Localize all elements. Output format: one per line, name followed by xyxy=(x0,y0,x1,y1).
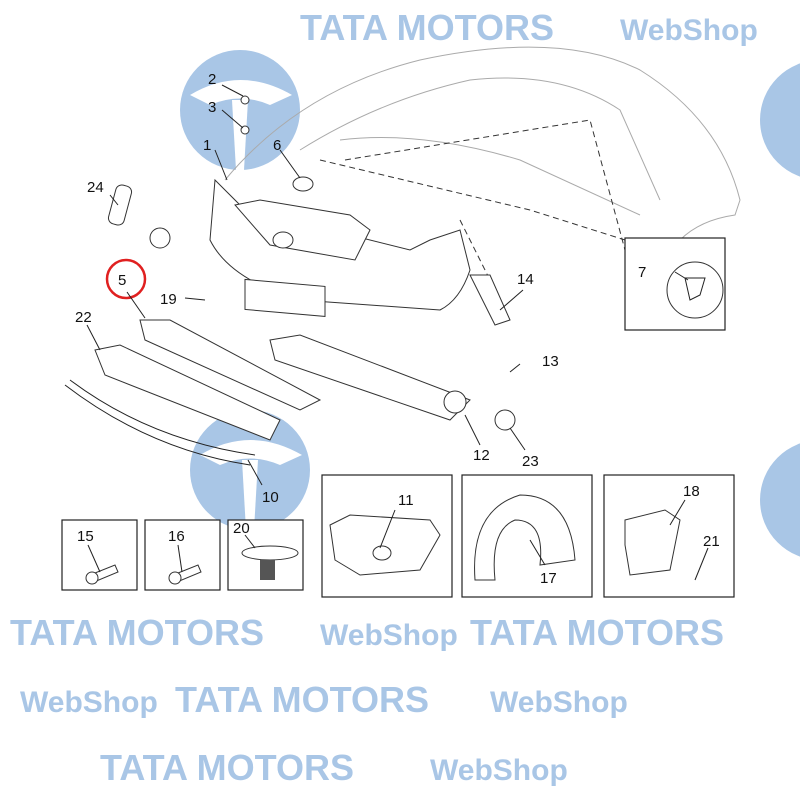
callout-19: 19 xyxy=(160,291,177,308)
callout-15: 15 xyxy=(77,528,94,545)
grille-22 xyxy=(94,344,281,441)
callout-10: 10 xyxy=(262,489,279,506)
watermark-sub: WebShop xyxy=(20,686,158,719)
callout-23: 23 xyxy=(522,453,539,470)
front-bumper xyxy=(209,178,471,317)
callout-16: 16 xyxy=(168,528,185,545)
watermark-brand: TATA MOTORS xyxy=(470,612,724,653)
callout-7: 7 xyxy=(638,264,646,281)
callout-6: 6 xyxy=(273,137,281,154)
callout-13: 13 xyxy=(542,353,559,370)
car-outline xyxy=(224,46,741,241)
watermark-brand: TATA MOTORS xyxy=(10,612,264,653)
watermark-sub: WebShop xyxy=(620,14,758,47)
emblem-6 xyxy=(292,176,314,192)
callout-14: 14 xyxy=(517,271,534,288)
callout-24: 24 xyxy=(87,179,104,196)
watermark-sub: WebShop xyxy=(320,619,458,652)
detail-box-16 xyxy=(144,519,221,591)
watermark: TATA MOTORS WebShop TATA MOTORS WebShop … xyxy=(10,7,800,788)
callout-1: 1 xyxy=(203,137,211,154)
callout-2: 2 xyxy=(208,71,216,88)
callout-21: 21 xyxy=(703,533,720,550)
callout-22: 22 xyxy=(75,309,92,326)
callout-11: 11 xyxy=(398,492,414,509)
callout-18: 18 xyxy=(683,483,700,500)
watermark-brand: TATA MOTORS xyxy=(100,747,354,788)
callout-5: 5 xyxy=(118,272,126,289)
callout-12: 12 xyxy=(473,447,490,464)
leader-lines xyxy=(86,84,709,581)
tube-24 xyxy=(107,184,133,226)
watermark-sub: WebShop xyxy=(430,754,568,787)
callout-3: 3 xyxy=(208,99,216,116)
watermark-brand: TATA MOTORS xyxy=(175,679,429,720)
absorber-5 xyxy=(139,319,322,411)
callout-17: 17 xyxy=(540,570,557,587)
watermark-sub: WebShop xyxy=(490,686,628,719)
watermark-brand: TATA MOTORS xyxy=(300,7,554,48)
highlight-circle-part-5 xyxy=(105,258,147,300)
callout-20: 20 xyxy=(233,520,250,537)
